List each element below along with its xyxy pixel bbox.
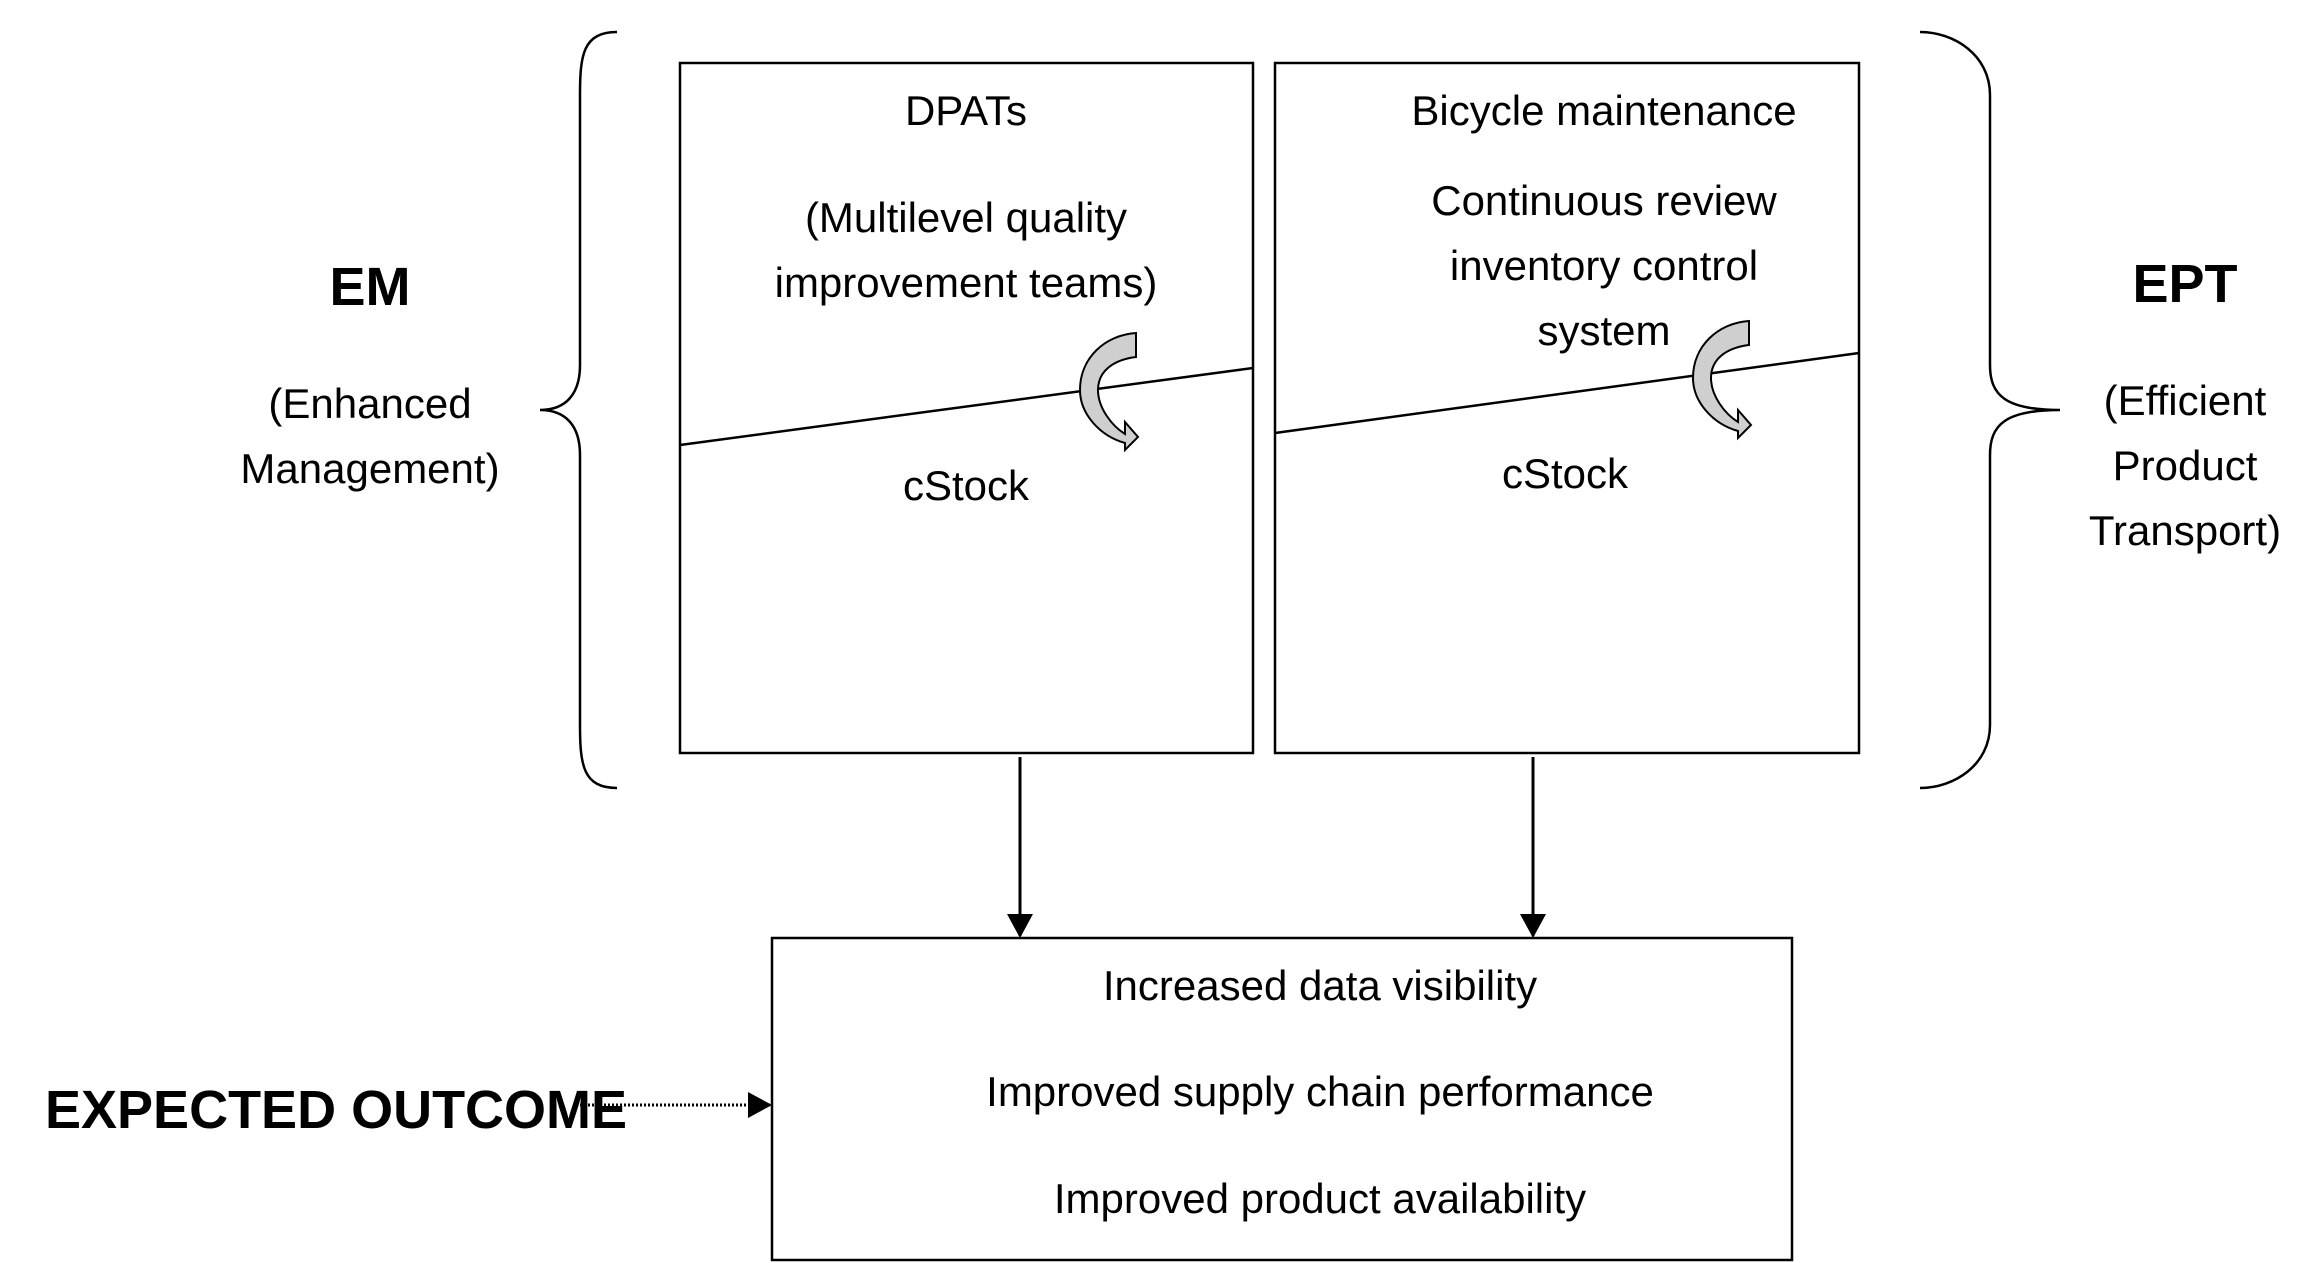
outcome-item-2: Improved supply chain performance	[986, 1068, 1654, 1115]
box-left-divider-line	[679, 366, 1254, 447]
right-group-full-line1: (Efficient	[2104, 377, 2267, 424]
right-group-full-line3: Transport)	[2089, 507, 2281, 554]
box-left-lower-label: cStock	[903, 462, 1030, 509]
right-curly-brace	[1919, 30, 2061, 790]
box-right: Bicycle maintenance Continuous review in…	[1273, 61, 1861, 755]
box-left-curved-arrow-icon	[1078, 331, 1140, 453]
outcome-box: Increased data visibility Improved suppl…	[770, 936, 1794, 1262]
box-left-subtitle-line1: (Multilevel quality	[805, 194, 1127, 241]
box-left-subtitle-line2: improvement teams)	[775, 259, 1158, 306]
box-right-subtitle-line3: system	[1537, 307, 1670, 354]
box-right-lower-label: cStock	[1502, 450, 1629, 497]
left-curly-brace	[539, 30, 618, 790]
box-right-curved-arrow-icon	[1691, 319, 1753, 441]
left-group-full-line1: (Enhanced	[268, 380, 471, 427]
left-group-full-line2: Management)	[240, 445, 499, 492]
box-right-title: Bicycle maintenance	[1411, 87, 1796, 134]
box-right-subtitle-line2: inventory control	[1450, 242, 1758, 289]
right-group-full-line2: Product	[2113, 442, 2258, 489]
box-left: DPATs (Multilevel quality improvement te…	[678, 61, 1255, 755]
box-left-title: DPATs	[905, 87, 1027, 134]
outcome-item-1: Increased data visibility	[1103, 962, 1537, 1009]
outcome-box-frame	[770, 936, 1794, 1262]
box-left-frame	[678, 61, 1255, 755]
box-right-divider-line	[1274, 351, 1860, 435]
box-right-frame	[1273, 61, 1861, 755]
box-right-subtitle-line1: Continuous review	[1431, 177, 1777, 224]
right-group-abbrev: EPT	[2132, 254, 2237, 314]
expected-outcome-label: EXPECTED OUTCOME	[45, 1080, 627, 1140]
outcome-item-3: Improved product availability	[1054, 1175, 1586, 1222]
left-group-abbrev: EM	[330, 257, 411, 317]
